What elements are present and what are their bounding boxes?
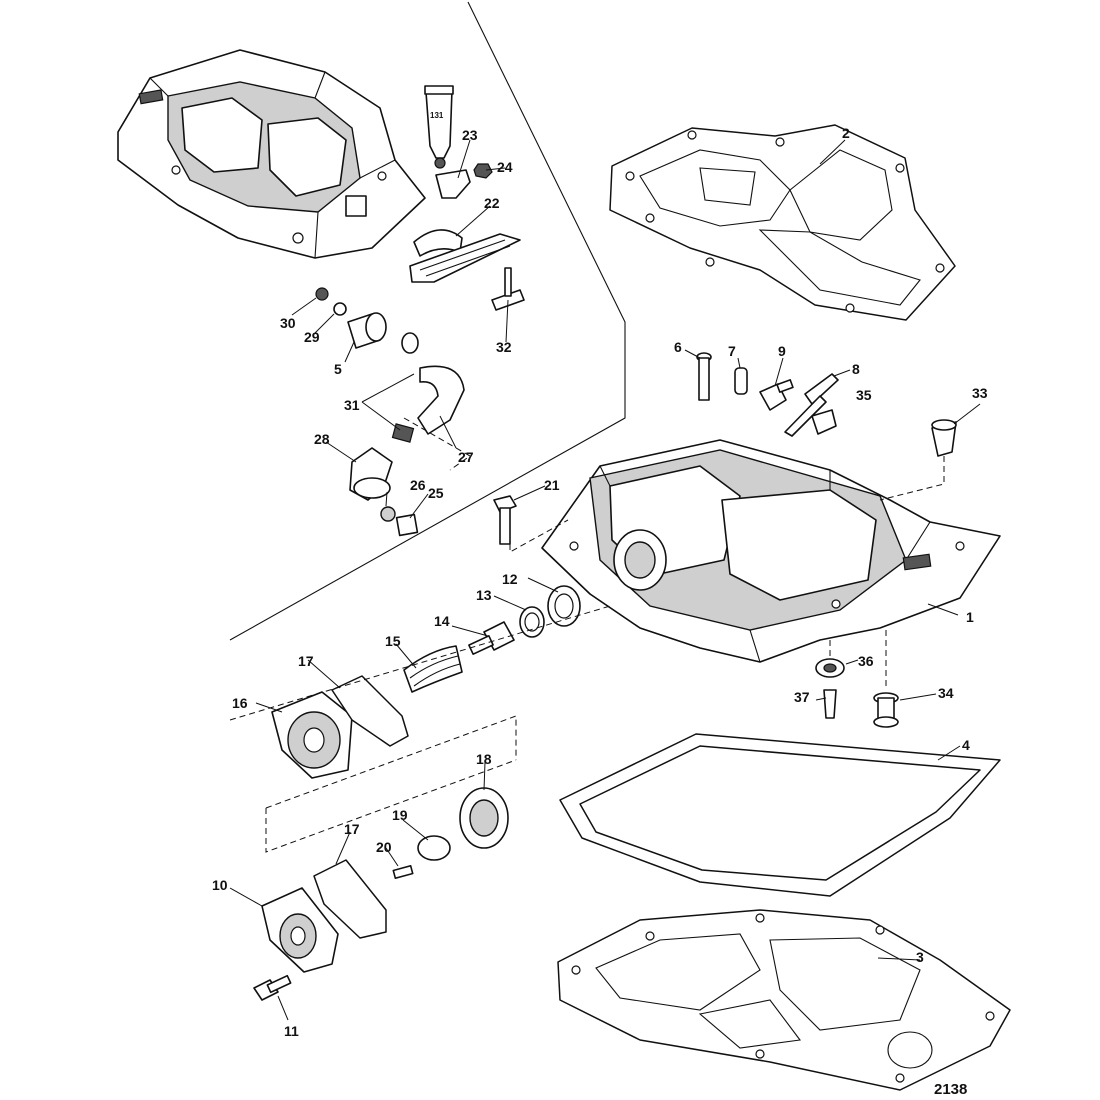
section-divider — [229, 1, 626, 641]
callout-21: 21 — [544, 477, 560, 493]
tube-label: 131 — [430, 111, 444, 120]
callout-13: 13 — [476, 587, 492, 603]
callout-14: 14 — [434, 613, 450, 629]
callout-24: 24 — [497, 159, 513, 175]
gasket-upper — [609, 124, 956, 321]
sealant-tube: 131 — [424, 85, 454, 169]
callout-2: 2 — [842, 125, 850, 141]
callout-31: 31 — [344, 397, 360, 413]
callout-25: 25 — [428, 485, 444, 501]
callout-8: 8 — [852, 361, 860, 377]
callout-26: 26 — [410, 477, 426, 493]
callout-30: 30 — [280, 315, 296, 331]
callout-labels: 1 2 3 4 5 6 7 8 9 10 11 12 13 14 15 16 1… — [212, 125, 988, 1039]
adapter-plate-inset — [117, 49, 426, 259]
callout-3: 3 — [916, 949, 924, 965]
callout-17-lower: 17 — [344, 821, 360, 837]
callout-16: 16 — [232, 695, 248, 711]
callout-32: 32 — [496, 339, 512, 355]
drawing-number: 2138 — [934, 1081, 967, 1098]
callout-27: 27 — [458, 449, 474, 465]
callout-28: 28 — [314, 431, 330, 447]
callout-22: 22 — [484, 195, 500, 211]
seal-ring — [559, 733, 1001, 897]
callout-18: 18 — [476, 751, 492, 767]
callout-20: 20 — [376, 839, 392, 855]
callout-12: 12 — [502, 571, 518, 587]
callout-6: 6 — [674, 339, 682, 355]
plate-bushings — [815, 658, 899, 728]
callout-10: 10 — [212, 877, 228, 893]
gasket-lower — [557, 909, 1011, 1091]
callout-4: 4 — [962, 737, 970, 753]
callout-5: 5 — [334, 361, 342, 377]
callout-34: 34 — [938, 685, 954, 701]
callout-37: 37 — [794, 689, 810, 705]
leader-lines — [229, 139, 981, 1021]
callout-7: 7 — [728, 343, 736, 359]
alignment-lines — [229, 417, 945, 853]
callout-17-upper: 17 — [298, 653, 314, 669]
cover-lower — [253, 787, 509, 1001]
callout-35: 35 — [856, 387, 872, 403]
callout-33: 33 — [972, 385, 988, 401]
callout-19: 19 — [392, 807, 408, 823]
callout-23: 23 — [462, 127, 478, 143]
cover-upper — [271, 675, 409, 779]
callout-36: 36 — [858, 653, 874, 669]
plate-hardware — [696, 352, 957, 457]
main-adapter-plate — [541, 439, 1001, 663]
callout-15: 15 — [385, 633, 401, 649]
bolt-21 — [493, 495, 517, 545]
thermostat-stack — [403, 585, 581, 693]
callout-29: 29 — [304, 329, 320, 345]
callout-11: 11 — [284, 1023, 299, 1039]
callout-9: 9 — [778, 343, 786, 359]
inset-parts — [315, 163, 525, 537]
callout-1: 1 — [966, 609, 974, 625]
